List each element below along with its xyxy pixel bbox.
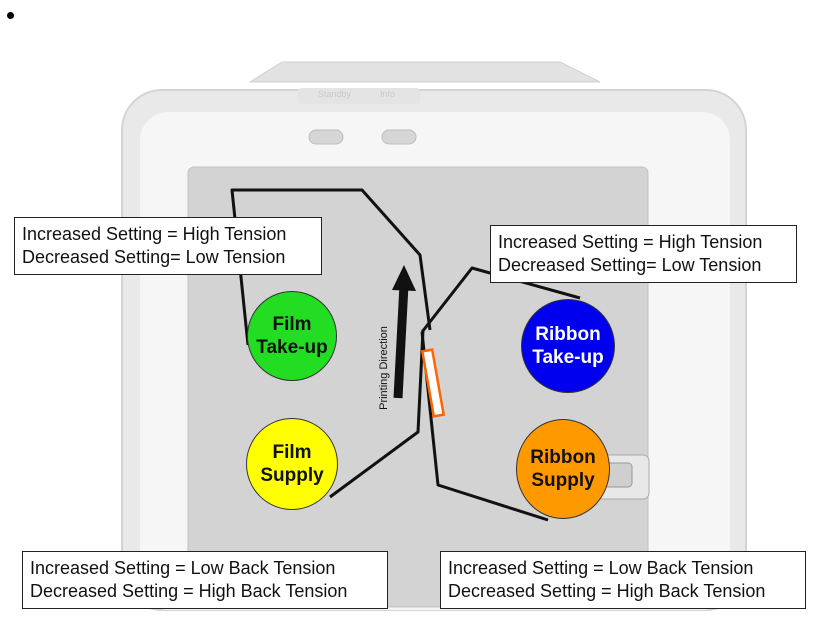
film-takeup-roll: Film Take-up (247, 291, 337, 381)
printing-direction-arrow (393, 284, 409, 399)
film-supply-label-line2: Supply (260, 465, 324, 486)
film-supply-tension-label: Increased Setting = Low Back Tension Dec… (22, 551, 388, 609)
ribbon-takeup-path (420, 266, 581, 333)
ribbon-takeup-label-line2: Take-up (532, 347, 604, 368)
film-supply-tension-increase: Increased Setting = Low Back Tension (30, 558, 336, 578)
film-supply-tension-decrease: Decreased Setting = High Back Tension (30, 581, 348, 601)
film-takeup-tension-label: Increased Setting = High Tension Decreas… (14, 217, 322, 275)
console-button-right (381, 129, 417, 145)
console-panel (298, 88, 420, 104)
ribbon-takeup-tension-decrease: Decreased Setting= Low Tension (498, 255, 762, 275)
film-supply-path (329, 329, 425, 499)
console-label-standby: Standby (318, 89, 352, 99)
ribbon-supply-roll: Ribbon Supply (516, 419, 610, 519)
printing-direction-arrowhead (392, 265, 416, 291)
ribbon-supply-label-line1: Ribbon (530, 447, 596, 468)
film-takeup-label-line2: Take-up (256, 337, 328, 358)
console-button-left (308, 129, 344, 145)
ribbon-supply-tension-label: Increased Setting = Low Back Tension Dec… (440, 551, 806, 609)
ribbon-takeup-tension-increase: Increased Setting = High Tension (498, 232, 763, 252)
film-takeup-tension-increase: Increased Setting = High Tension (22, 224, 287, 244)
ribbon-takeup-tension-label: Increased Setting = High Tension Decreas… (490, 225, 797, 283)
ribbon-takeup-label-line1: Ribbon (535, 324, 601, 345)
ribbon-supply-tension-increase: Increased Setting = Low Back Tension (448, 558, 754, 578)
ribbon-supply-label-line2: Supply (531, 470, 595, 491)
console-label-info: Info (380, 89, 396, 99)
film-supply-roll: Film Supply (246, 418, 338, 510)
bullet-point (7, 12, 14, 19)
film-takeup-label-line1: Film (272, 314, 312, 335)
printer-console-tab (248, 61, 601, 83)
printing-direction-label: Printing Direction (377, 326, 390, 410)
film-takeup-tension-decrease: Decreased Setting= Low Tension (22, 247, 286, 267)
film-supply-label-line1: Film (272, 442, 312, 463)
ribbon-takeup-roll: Ribbon Take-up (521, 299, 615, 393)
printhead-marker (420, 348, 446, 418)
ribbon-supply-tension-decrease: Decreased Setting = High Back Tension (448, 581, 766, 601)
